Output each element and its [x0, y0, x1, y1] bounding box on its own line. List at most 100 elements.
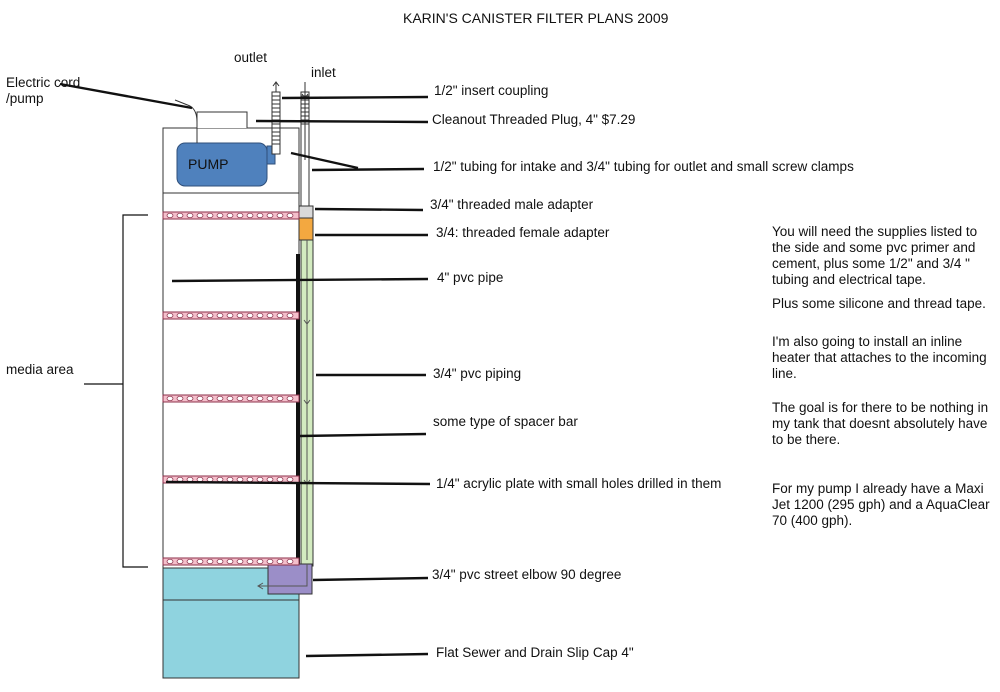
plate-hole [206, 558, 214, 565]
leader-tubing-2 [311, 167, 425, 172]
plate-hole [196, 395, 204, 402]
inlet-label: inlet [311, 65, 336, 80]
media-area-label: media area [6, 362, 74, 377]
plate-hole [226, 212, 234, 219]
spacer-bar [296, 254, 300, 574]
electric-cord-label: Electric cord [6, 75, 81, 90]
plate-hole [266, 312, 274, 319]
plate-hole [236, 395, 244, 402]
leader-acrylic-plate [165, 480, 431, 486]
note-goal: The goal is for there to be nothing in m… [772, 400, 989, 447]
plate-hole [236, 476, 244, 483]
plate-hole [246, 476, 254, 483]
plate-hole [196, 558, 204, 565]
elbow-arrow [257, 582, 264, 590]
plate-hole [206, 395, 214, 402]
plate-holes [166, 212, 294, 565]
plate-hole [176, 395, 184, 402]
leader-pvc-pipe [171, 277, 429, 283]
plate-hole [186, 395, 194, 402]
pvc-pipe-label: 4" pvc pipe [437, 270, 504, 285]
plate-hole [256, 558, 264, 565]
plate-hole [286, 476, 294, 483]
plate-hole [196, 476, 204, 483]
plate-hole [196, 312, 204, 319]
plate-hole [256, 476, 264, 483]
plate-hole [226, 476, 234, 483]
outlet-arrow [272, 81, 280, 92]
plate-hole [186, 212, 194, 219]
plate-hole [216, 395, 224, 402]
plate-hole [276, 558, 284, 565]
plate-hole [256, 212, 264, 219]
plate-hole [286, 558, 294, 565]
media-area-bracket [84, 214, 148, 568]
plate-hole [286, 395, 294, 402]
note-supplies: You will need the supplies listed to the… [772, 224, 978, 287]
plate-hole [186, 558, 194, 565]
plate-hole [196, 212, 204, 219]
pipe-flow-arrows [303, 240, 311, 560]
plate-hole [206, 476, 214, 483]
plate-hole [166, 212, 174, 219]
plate-hole [176, 212, 184, 219]
pump-label: PUMP [188, 156, 229, 172]
tubing-label: 1/2" tubing for intake and 3/4" tubing f… [433, 159, 854, 174]
cleanout-plug-label: Cleanout Threaded Plug, 4" $7.29 [432, 112, 636, 127]
leader-tubing [290, 151, 359, 170]
leader-spacer-bar [299, 432, 427, 438]
plate-hole [276, 212, 284, 219]
elbow-pipe [258, 564, 308, 587]
note-heater: I'm also going to install an inline heat… [772, 334, 987, 381]
pvc-piping-label: 3/4" pvc piping [433, 366, 522, 381]
insert-coupling-label: 1/2" insert coupling [434, 83, 549, 98]
note-silicone: Plus some silicone and thread tape. [772, 296, 986, 311]
spacer-bar-label: some type of spacer bar [433, 414, 578, 429]
plate-hole [276, 476, 284, 483]
acrylic-plate-label: 1/4" acrylic plate with small holes dril… [436, 476, 722, 491]
leader-lines [59, 82, 431, 658]
plate-hole [266, 558, 274, 565]
leader-insert-coupling [281, 95, 429, 100]
plate-hole [226, 312, 234, 319]
plate-hole [246, 395, 254, 402]
plate-hole [166, 558, 174, 565]
leader-slip-cap [305, 652, 429, 658]
plate-hole [286, 212, 294, 219]
plate-hole [246, 312, 254, 319]
plate-hole [166, 395, 174, 402]
canister-body [162, 127, 300, 569]
plate-hole [206, 212, 214, 219]
plate-hole [236, 558, 244, 565]
plate-hole [176, 312, 184, 319]
plate-hole [186, 312, 194, 319]
street-elbow-label: 3/4" pvc street elbow 90 degree [432, 567, 622, 582]
plate-hole [256, 312, 264, 319]
page-title: KARIN'S CANISTER FILTER PLANS 2009 [403, 10, 669, 26]
leader-electric-cord [59, 82, 193, 110]
street-elbow [267, 563, 313, 595]
male-adapter-label: 3/4" threaded male adapter [430, 197, 594, 212]
plate-hole [216, 312, 224, 319]
plate-hole [216, 476, 224, 483]
electric-cord [174, 99, 198, 143]
plate-hole [286, 312, 294, 319]
electric-cord-label-2: /pump [6, 91, 44, 106]
plate-hole [246, 558, 254, 565]
pump-outlet-connector [266, 145, 276, 165]
plate-hole [206, 312, 214, 319]
plate-hole [176, 558, 184, 565]
leader-cleanout-plug [255, 119, 429, 124]
outlet-label: outlet [234, 50, 268, 65]
plate-hole [266, 212, 274, 219]
outlet-tube [271, 91, 281, 155]
male-adapter [298, 205, 314, 219]
plate-hole [236, 312, 244, 319]
plate-hole [276, 395, 284, 402]
plate-hole [216, 212, 224, 219]
leader-street-elbow [312, 576, 429, 582]
plate-hole [266, 395, 274, 402]
plate-hole [256, 395, 264, 402]
female-adapter [298, 217, 314, 241]
